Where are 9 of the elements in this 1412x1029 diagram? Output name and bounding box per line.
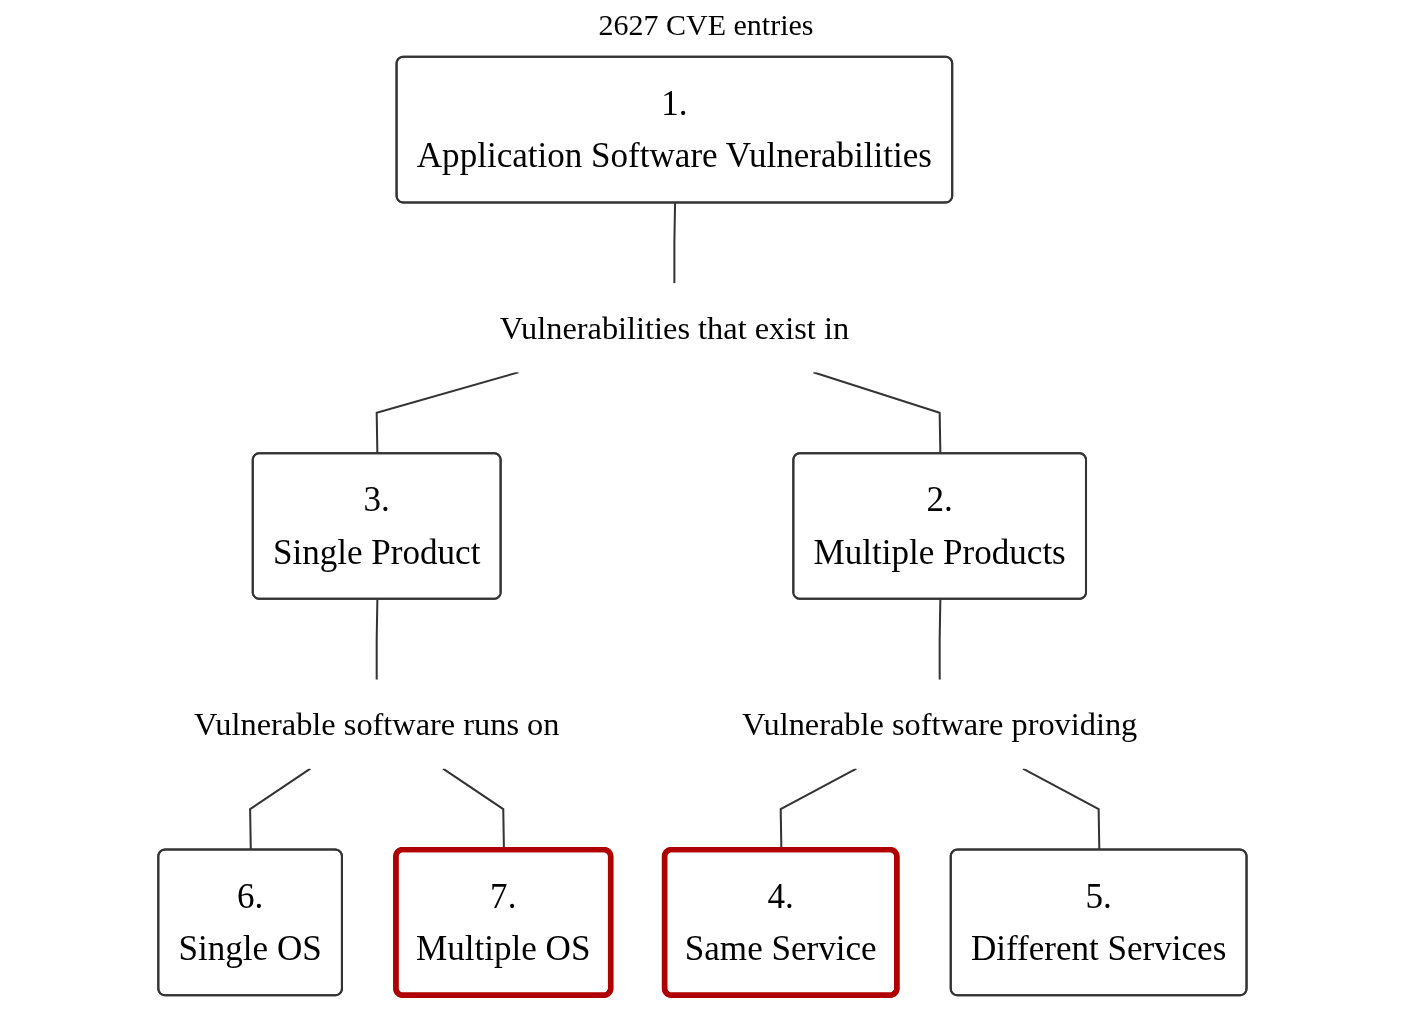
node-text: Vulnerable software runs on [193, 706, 560, 742]
node-text: Vulnerabilities that exist in [499, 310, 850, 346]
connector [673, 203, 677, 284]
connector [938, 599, 942, 680]
connector [375, 599, 379, 680]
diagram-title: 2627 CVE entries [597, 8, 815, 42]
connector [375, 371, 519, 454]
node-text: Vulnerable software providing [742, 706, 1138, 742]
connector [813, 371, 942, 454]
